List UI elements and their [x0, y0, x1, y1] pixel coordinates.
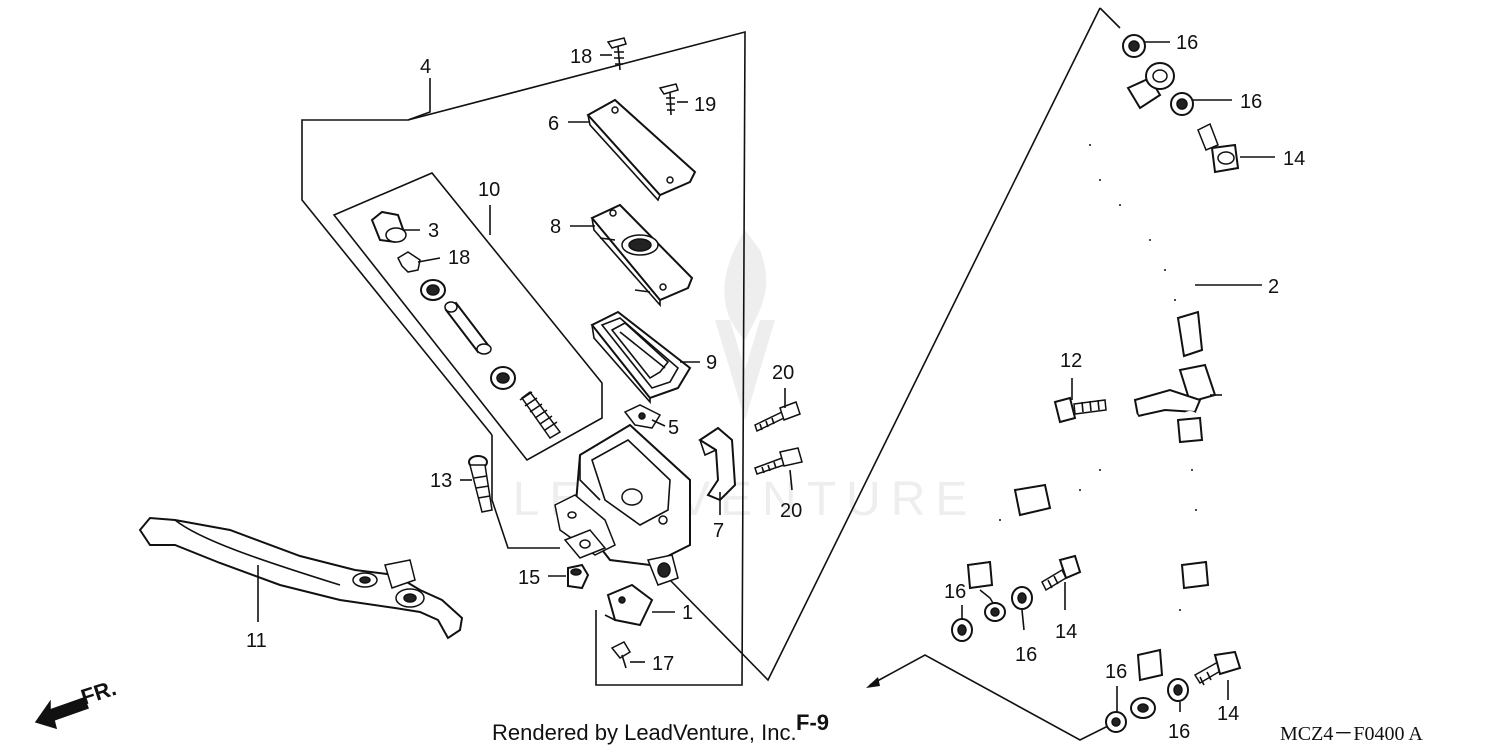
- bolt-14-mid: [1041, 554, 1082, 592]
- label-10: 10: [478, 179, 500, 201]
- label-16e: 16: [1105, 661, 1127, 683]
- group-outline-4: [301, 30, 746, 686]
- label-16b: 16: [1240, 91, 1262, 113]
- label-2: 2: [1268, 276, 1279, 298]
- callout-labels: 4 18 19 6 10 3 8 18 9 20 5 13 20 7 15 1 …: [246, 32, 1305, 743]
- credit-text: Rendered by LeadVenture, Inc.: [492, 720, 797, 745]
- label-17: 18: [448, 247, 470, 269]
- label-14a: 14: [1283, 148, 1305, 170]
- label-16f: 16: [1168, 721, 1190, 743]
- label-7: 7: [713, 520, 724, 542]
- label-18-mid: 19: [694, 94, 716, 116]
- washer-16e: [1105, 711, 1127, 733]
- label-5: 5: [668, 417, 679, 439]
- label-13: 13: [430, 470, 452, 492]
- piston-kit-10: [370, 210, 562, 440]
- screw-19: [610, 641, 632, 669]
- bolt-14-top: [1197, 122, 1240, 174]
- label-18-top: 18: [570, 46, 592, 68]
- bolt-14-low: [1193, 650, 1242, 686]
- label-3: 3: [428, 220, 439, 242]
- bolt-20-lower: [754, 447, 803, 475]
- brake-lever-11: [138, 516, 464, 640]
- pivot-bolt-13: [468, 455, 493, 513]
- front-direction-indicator: FR.: [34, 675, 119, 730]
- footer: Rendered by LeadVenture, Inc. F-9 MCZ4－F…: [492, 710, 1423, 745]
- label-12: 12: [1060, 350, 1082, 372]
- washer-16c: [951, 618, 973, 642]
- bolt-20-upper: [754, 401, 801, 433]
- label-9: 9: [706, 352, 717, 374]
- washer-16b: [1170, 92, 1194, 116]
- label-4: 4: [420, 56, 431, 78]
- label-19: 17: [652, 653, 674, 675]
- fr-label: FR.: [78, 675, 119, 710]
- label-15: 15: [518, 567, 540, 589]
- page-code: F-9: [796, 710, 829, 735]
- diaphragm-plate-8: [590, 203, 694, 308]
- label-16d: 16: [1015, 644, 1037, 666]
- screw-18-mid: [658, 83, 679, 116]
- reservoir-cover-6: [586, 98, 697, 202]
- label-16c: 16: [944, 581, 966, 603]
- label-16a: 16: [1176, 32, 1198, 54]
- label-14b: 14: [1055, 621, 1077, 643]
- bolt-12: [1053, 396, 1107, 424]
- label-1: 1: [682, 602, 693, 624]
- stop-switch-1: [604, 583, 654, 627]
- group-outline-2: [667, 7, 1121, 741]
- washer-16d: [1011, 586, 1033, 610]
- group-outline-10: [332, 172, 603, 462]
- label-6: 6: [548, 113, 559, 135]
- fr-arrow-icon: [34, 697, 89, 730]
- brake-hose-2: [966, 62, 1222, 719]
- washer-16f: [1167, 678, 1189, 702]
- leader-lines: [257, 41, 1275, 712]
- label-20-upper: 20: [772, 362, 794, 384]
- master-cylinder-body: [554, 423, 691, 586]
- washer-16a: [1122, 34, 1146, 58]
- label-14c: 14: [1217, 703, 1239, 725]
- nut-15: [567, 563, 590, 590]
- screw-18-top: [606, 37, 627, 71]
- diagram-code: MCZ4－F0400 A: [1280, 723, 1423, 745]
- diaphragm-9: [590, 310, 692, 405]
- label-20-lower: 20: [780, 500, 802, 522]
- label-11: 11: [246, 630, 267, 652]
- label-8: 8: [550, 216, 561, 238]
